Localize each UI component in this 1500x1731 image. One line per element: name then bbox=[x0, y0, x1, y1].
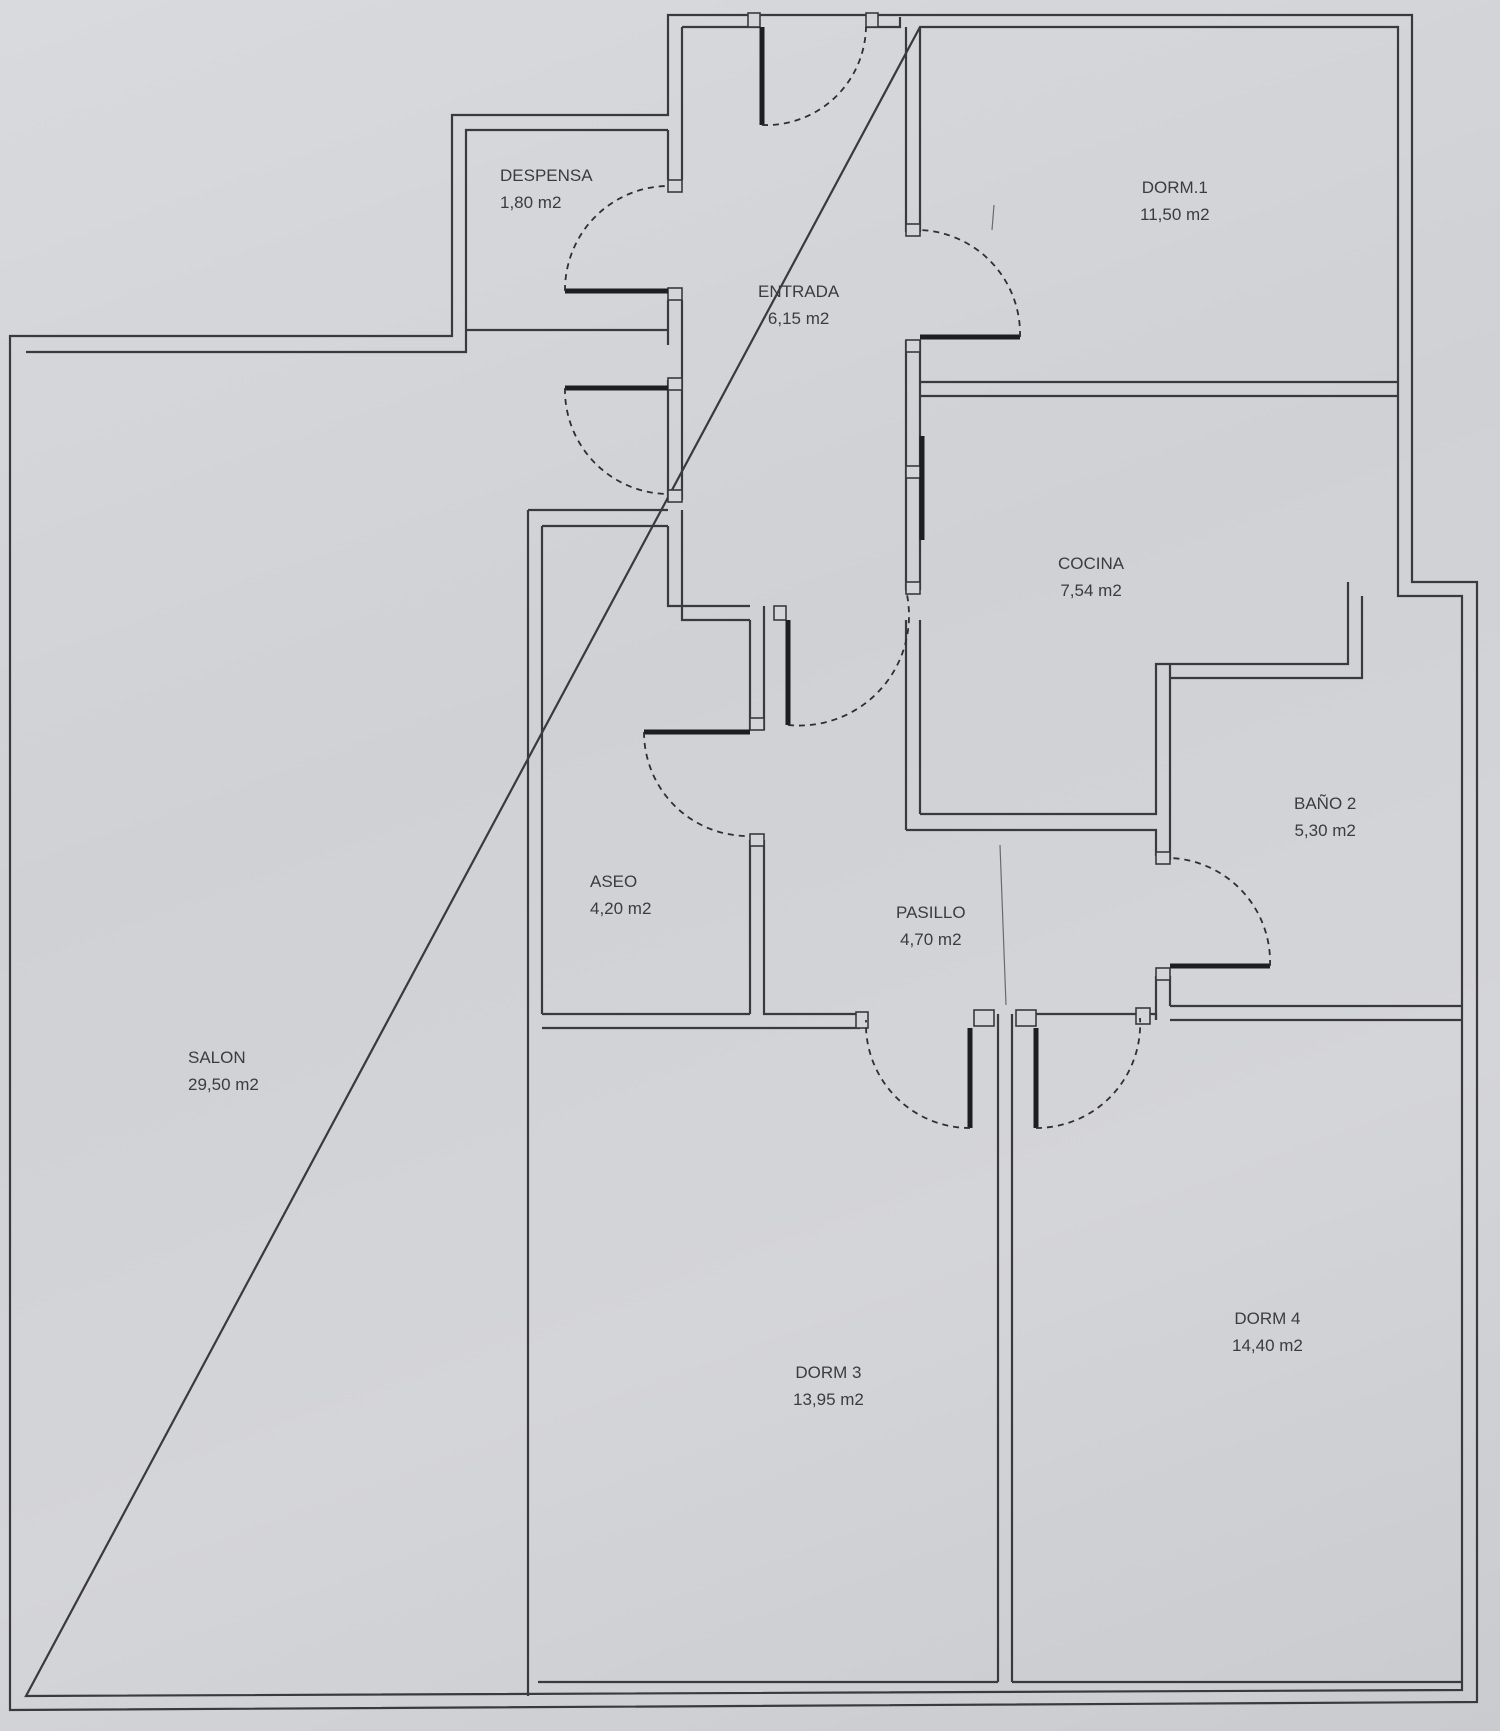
room-area: 6,15 m2 bbox=[767, 309, 830, 328]
room-name: PASILLO bbox=[896, 903, 966, 922]
room-label-entrada: ENTRADA 6,15 m2 bbox=[758, 278, 839, 332]
room-name: DORM 3 bbox=[795, 1363, 862, 1382]
door-leaves bbox=[565, 27, 1270, 1128]
room-label-dorm3: DORM 3 13,95 m2 bbox=[793, 1359, 864, 1413]
room-area: 7,54 m2 bbox=[1060, 581, 1122, 600]
room-area: 1,80 m2 bbox=[500, 193, 562, 212]
dorm3-dorm4-walls bbox=[538, 1012, 1462, 1684]
room-name: COCINA bbox=[1058, 554, 1125, 573]
room-name: DESPENSA bbox=[500, 166, 593, 185]
room-label-aseo: ASEO 4,20 m2 bbox=[590, 868, 651, 922]
room-label-salon: SALON 29,50 m2 bbox=[188, 1044, 259, 1098]
entrada-right-wall bbox=[904, 27, 922, 830]
room-name: ENTRADA bbox=[758, 282, 840, 301]
room-area: 4,20 m2 bbox=[590, 899, 652, 918]
room-area: 5,30 m2 bbox=[1294, 821, 1356, 840]
despensa-walls bbox=[466, 130, 684, 500]
room-label-dorm4: DORM 4 14,40 m2 bbox=[1232, 1305, 1303, 1359]
cocina-bano-walls bbox=[906, 582, 1462, 1022]
aseo-walls bbox=[542, 510, 860, 1030]
room-label-pasillo: PASILLO 4,70 m2 bbox=[896, 899, 966, 953]
door-swings bbox=[564, 26, 1271, 1129]
room-name: SALON bbox=[188, 1048, 246, 1067]
room-area: 29,50 m2 bbox=[188, 1075, 259, 1094]
room-name: DORM 4 bbox=[1234, 1309, 1301, 1328]
room-name: BAÑO 2 bbox=[1294, 794, 1357, 813]
room-name: DORM.1 bbox=[1141, 178, 1208, 197]
room-label-dorm1: DORM.1 11,50 m2 bbox=[1140, 174, 1210, 228]
room-area: 4,70 m2 bbox=[900, 930, 962, 949]
door-jambs bbox=[667, 12, 1171, 1029]
room-label-cocina: COCINA 7,54 m2 bbox=[1058, 550, 1124, 604]
salon-aseo-wall bbox=[526, 508, 668, 1696]
outer-wall-outer-line bbox=[8, 13, 1479, 1712]
room-area: 13,95 m2 bbox=[793, 1390, 864, 1409]
room-area: 11,50 m2 bbox=[1140, 205, 1210, 224]
pencil-mark-small bbox=[991, 204, 995, 231]
dorm1-cocina-wall bbox=[920, 380, 1398, 398]
room-area: 14,40 m2 bbox=[1232, 1336, 1303, 1355]
room-name: ASEO bbox=[590, 872, 638, 891]
room-label-bano2: BAÑO 2 5,30 m2 bbox=[1294, 790, 1356, 844]
pencil-mark bbox=[999, 844, 1007, 1006]
outer-wall-inner-line bbox=[24, 17, 1464, 1698]
room-label-despensa: DESPENSA 1,80 m2 bbox=[500, 162, 593, 216]
